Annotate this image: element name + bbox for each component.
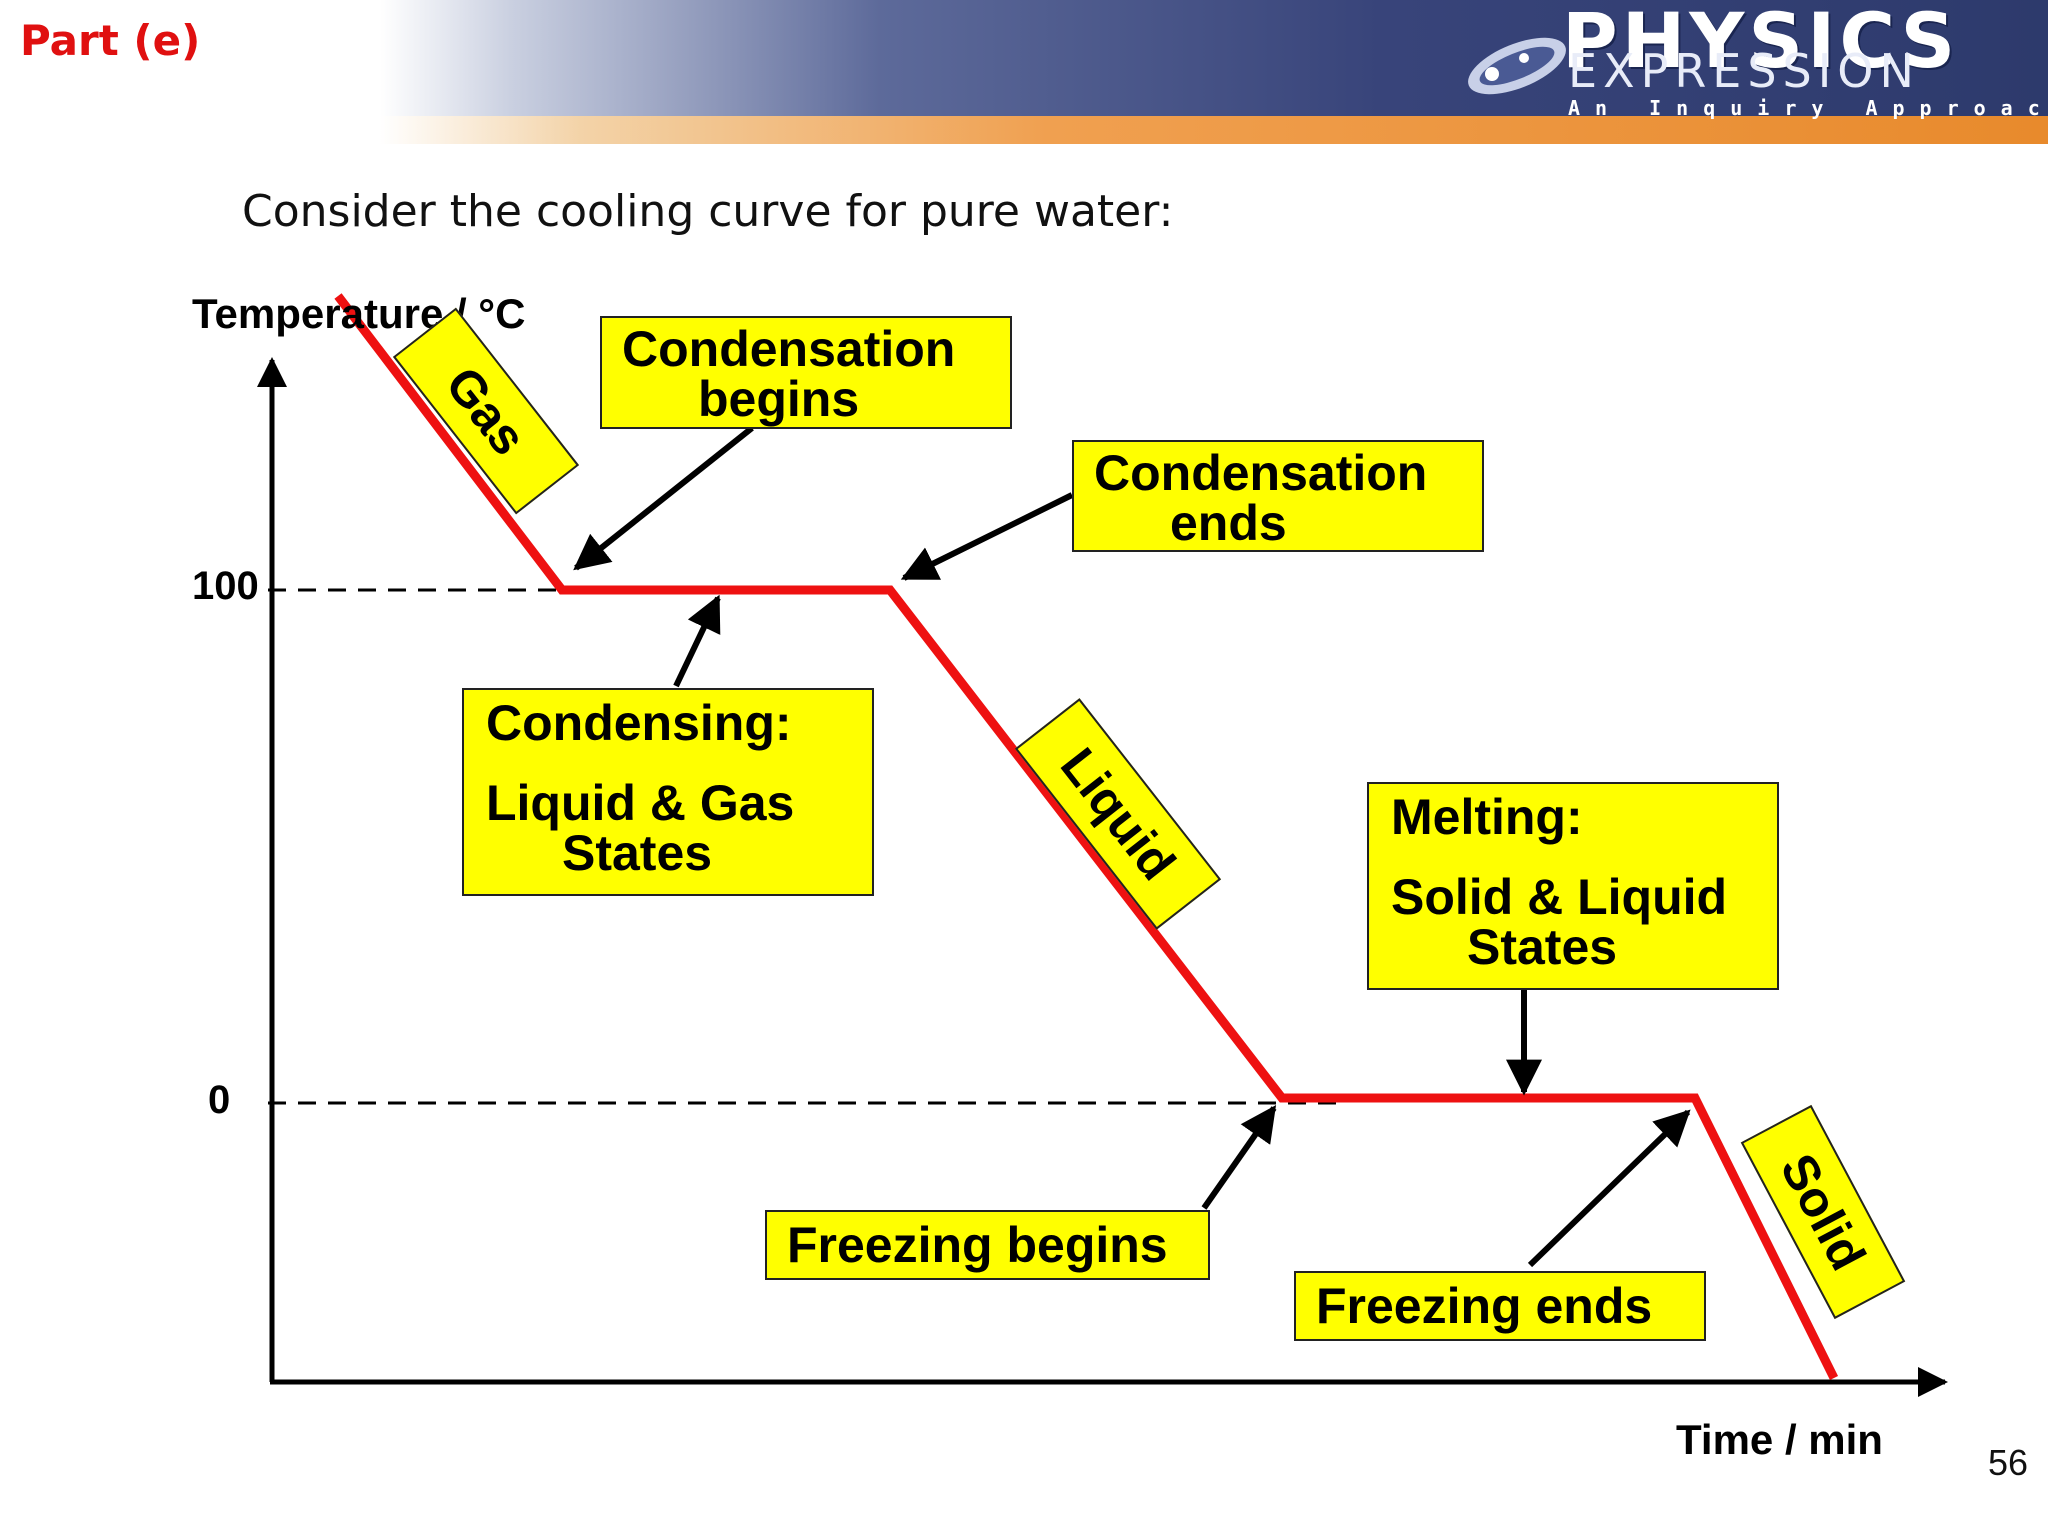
arrow-condensation-begins: [573, 425, 754, 571]
logo-swoosh-icon: [1468, 37, 1566, 95]
arrow-condensing: [673, 594, 721, 688]
callout-freezing-ends: Freezing ends: [1294, 1271, 1706, 1341]
callout-line: Solid & Liquid: [1391, 869, 1728, 925]
callout-line: Freezing ends: [1316, 1278, 1653, 1334]
y-axis-label: Temperature / °C: [192, 290, 526, 337]
part-label: Part (e): [20, 16, 201, 65]
callout-line: ends: [1170, 495, 1287, 551]
callout-line: States: [1467, 919, 1618, 975]
y-tick-0: 0: [208, 1078, 231, 1122]
callout-melting: Melting: Solid & Liquid States: [1367, 782, 1779, 990]
callout-line: Condensation: [1094, 445, 1428, 501]
callout-line: Melting:: [1391, 789, 1583, 845]
logo-tagline: An Inquiry Approach: [1568, 96, 2048, 120]
arrow-freezing-begins: [1201, 1105, 1277, 1210]
callout-line: Freezing begins: [787, 1217, 1168, 1273]
callout-freezing-begins: Freezing begins: [765, 1210, 1210, 1280]
cooling-curve: [334, 293, 1839, 1381]
callout-line: begins: [698, 371, 860, 427]
arrow-freezing-ends: [1527, 1109, 1691, 1268]
intro-text: Consider the cooling curve for pure wate…: [242, 186, 1174, 237]
page-number: 56: [1988, 1442, 2029, 1483]
callout-condensation-ends: Condensation ends: [1072, 440, 1484, 552]
header-accent-stripe: [380, 116, 2048, 144]
arrow-condensation-ends: [900, 492, 1074, 581]
physics-expression-logo: PHYSICS EXPRESSION An Inquiry Approach: [1450, 0, 2048, 126]
callout-line: Liquid & Gas: [486, 775, 795, 831]
y-tick-100: 100: [192, 564, 259, 608]
x-axis-label: Time / min: [1676, 1416, 1883, 1463]
callout-line: Condensing:: [486, 695, 792, 751]
logo-title: PHYSICS: [1562, 0, 1960, 85]
logo-subtitle: EXPRESSION: [1568, 44, 1920, 98]
callout-condensing: Condensing: Liquid & Gas States: [462, 688, 874, 896]
callout-line: Condensation: [622, 321, 956, 377]
callout-condensation-begins: Condensation begins: [600, 316, 1012, 429]
callout-line: States: [562, 825, 713, 881]
